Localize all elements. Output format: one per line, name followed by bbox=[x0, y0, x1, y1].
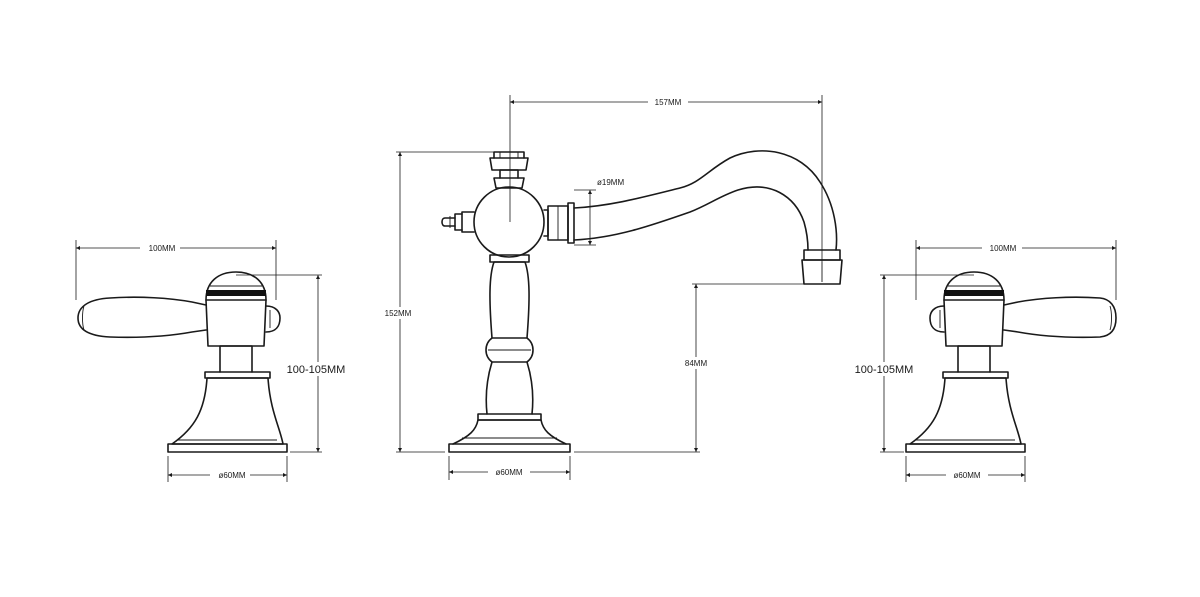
center-faucet bbox=[441, 150, 843, 453]
spout-clearance-label: 84MM bbox=[685, 359, 708, 368]
center-dimensions: 157MM ø19MM 152MM 84MM ø60MM bbox=[380, 95, 823, 480]
right-handle-valve bbox=[905, 271, 1117, 453]
left-width-label: 100MM bbox=[149, 244, 176, 253]
faucet-height-label: 152MM bbox=[385, 309, 412, 318]
right-height-label: 100-105MM bbox=[855, 364, 914, 376]
right-base-label: ø60MM bbox=[953, 471, 980, 480]
right-dimensions: 100MM 100-105MM ø60MM bbox=[848, 240, 1117, 482]
right-width-label: 100MM bbox=[990, 244, 1017, 253]
spout-reach-label: 157MM bbox=[655, 98, 682, 107]
spout-outlet-label: ø19MM bbox=[597, 178, 624, 187]
left-height-label: 100-105MM bbox=[287, 364, 346, 376]
left-dimensions: 100MM 100-105MM ø60MM bbox=[75, 240, 352, 482]
left-base-label: ø60MM bbox=[218, 471, 245, 480]
left-handle-valve bbox=[77, 271, 288, 453]
center-base-label: ø60MM bbox=[495, 468, 522, 477]
